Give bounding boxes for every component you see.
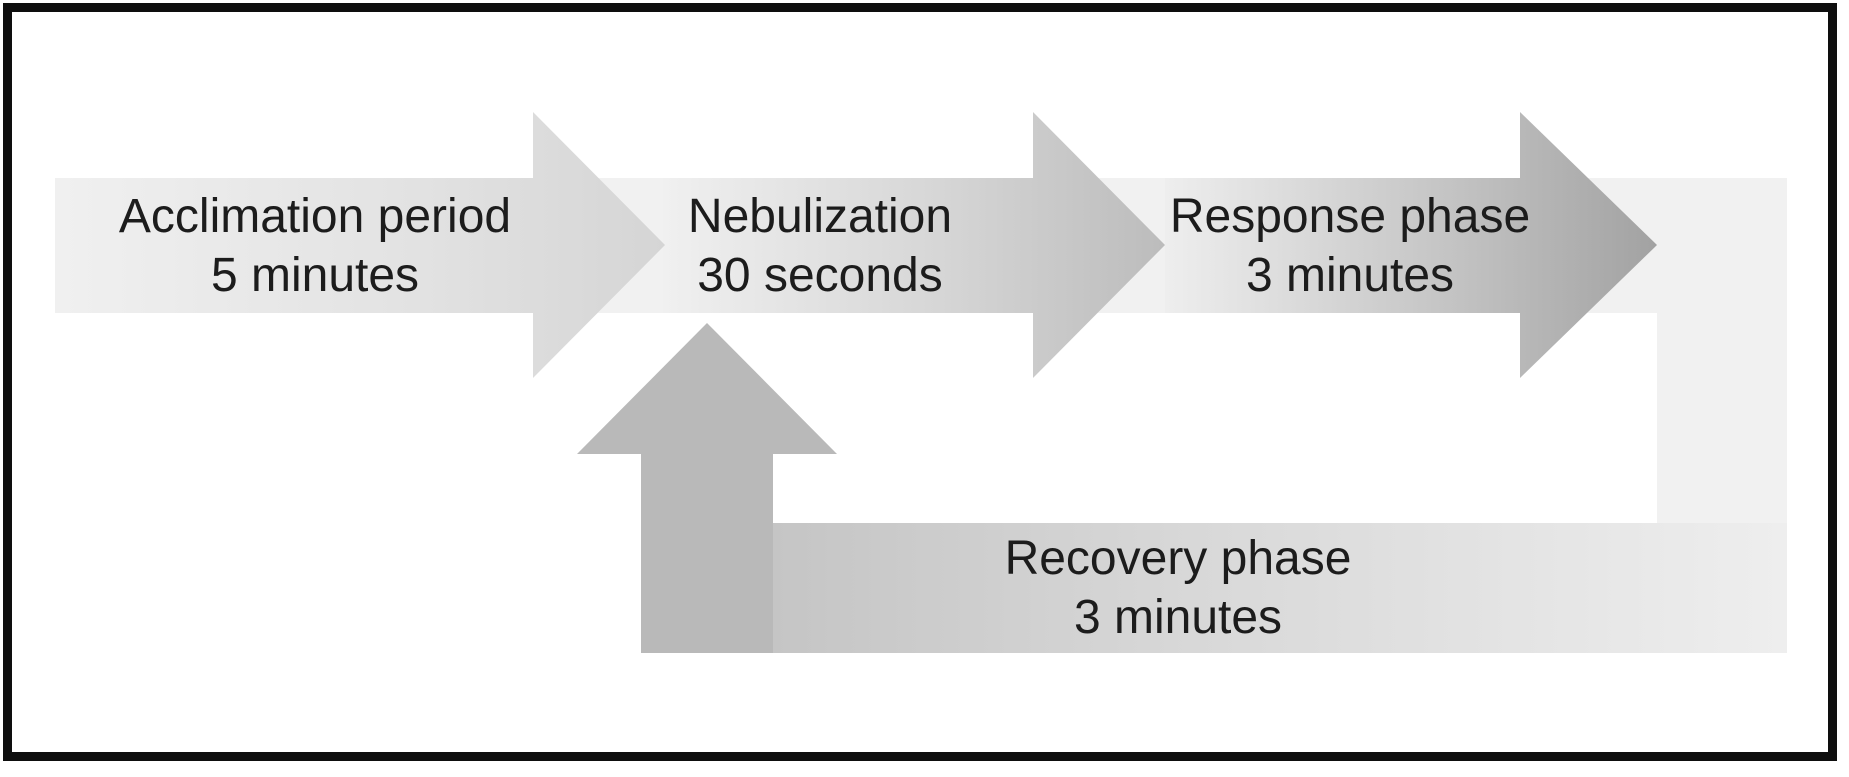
step-name: Response phase bbox=[1169, 189, 1531, 243]
step-name: Nebulization bbox=[687, 189, 953, 243]
step-duration: 3 minutes bbox=[1073, 591, 1283, 644]
step-label-response-phase: Response phase 3 minutes bbox=[1170, 178, 1530, 313]
step-label-acclimation: Acclimation period 5 minutes bbox=[55, 178, 575, 313]
step-duration: 30 seconds bbox=[697, 248, 943, 302]
step-duration: 5 minutes bbox=[210, 248, 420, 302]
step-label-nebulization: Nebulization 30 seconds bbox=[640, 178, 1000, 313]
step-duration: 3 minutes bbox=[1245, 248, 1455, 302]
recovery-phase-band bbox=[707, 523, 1787, 653]
figure-border bbox=[3, 3, 1837, 761]
step-name: Acclimation period bbox=[118, 189, 512, 243]
return-arrow-shaft bbox=[641, 453, 773, 653]
step-label-recovery-phase: Recovery phase 3 minutes bbox=[998, 523, 1358, 653]
step-name: Recovery phase bbox=[1004, 532, 1352, 585]
